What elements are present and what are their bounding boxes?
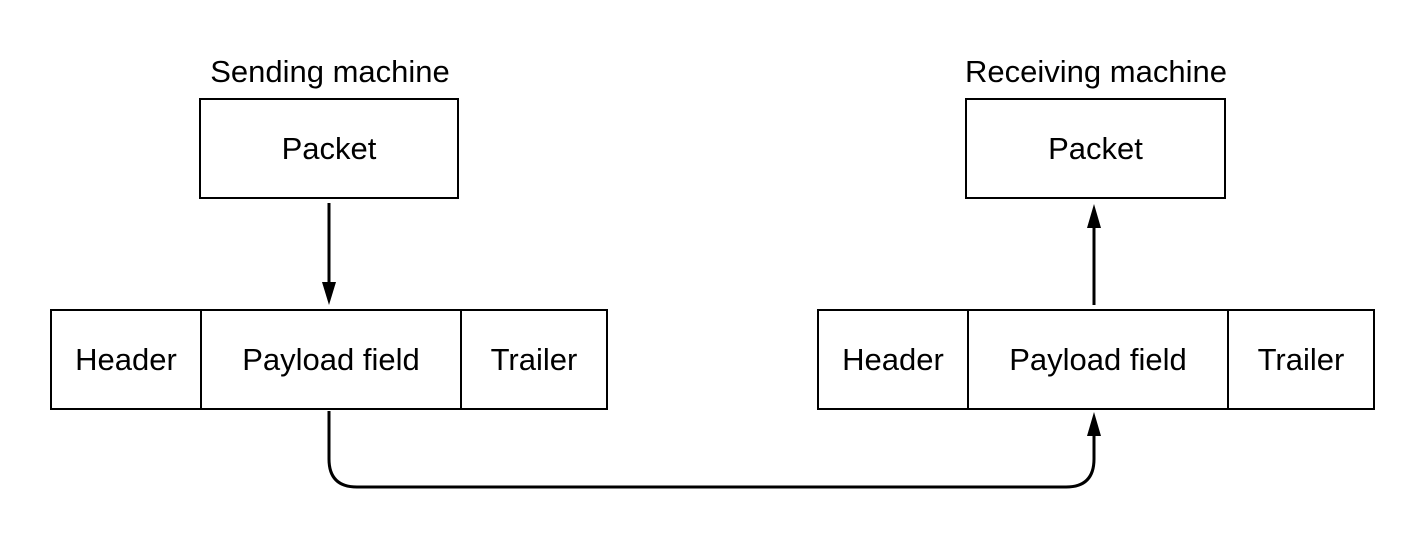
sending-machine-caption: Sending machine [210, 54, 450, 89]
transmission-arrowhead [1087, 412, 1101, 436]
sender-trailer-label: Trailer [490, 341, 578, 377]
transmission-path [327, 411, 1096, 489]
receiver-payload-label: Payload field [1009, 341, 1187, 377]
receiver-trailer-field: Trailer [1227, 311, 1373, 408]
sender-payload-field: Payload field [200, 311, 460, 408]
receiver-packet-label: Packet [1048, 130, 1143, 166]
sender-packet-label: Packet [281, 130, 377, 166]
encapsulate-arrowhead [322, 282, 336, 305]
sender-payload-label: Payload field [242, 341, 420, 377]
receiver-payload-field: Payload field [967, 311, 1227, 408]
sender-packet-box: Packet [199, 98, 459, 199]
receiver-header-field: Header [819, 311, 967, 408]
receiver-packet-box: Packet [965, 98, 1226, 199]
receiver-trailer-label: Trailer [1257, 341, 1345, 377]
receiving-machine-caption: Receiving machine [965, 54, 1227, 89]
receiver-frame: Header Payload field Trailer [817, 309, 1375, 410]
sender-header-field: Header [52, 311, 200, 408]
decapsulate-arrowhead [1087, 204, 1101, 228]
sender-header-label: Header [75, 341, 177, 377]
receiver-header-label: Header [842, 341, 944, 377]
sender-trailer-field: Trailer [460, 311, 606, 408]
sender-frame: Header Payload field Trailer [50, 309, 608, 410]
